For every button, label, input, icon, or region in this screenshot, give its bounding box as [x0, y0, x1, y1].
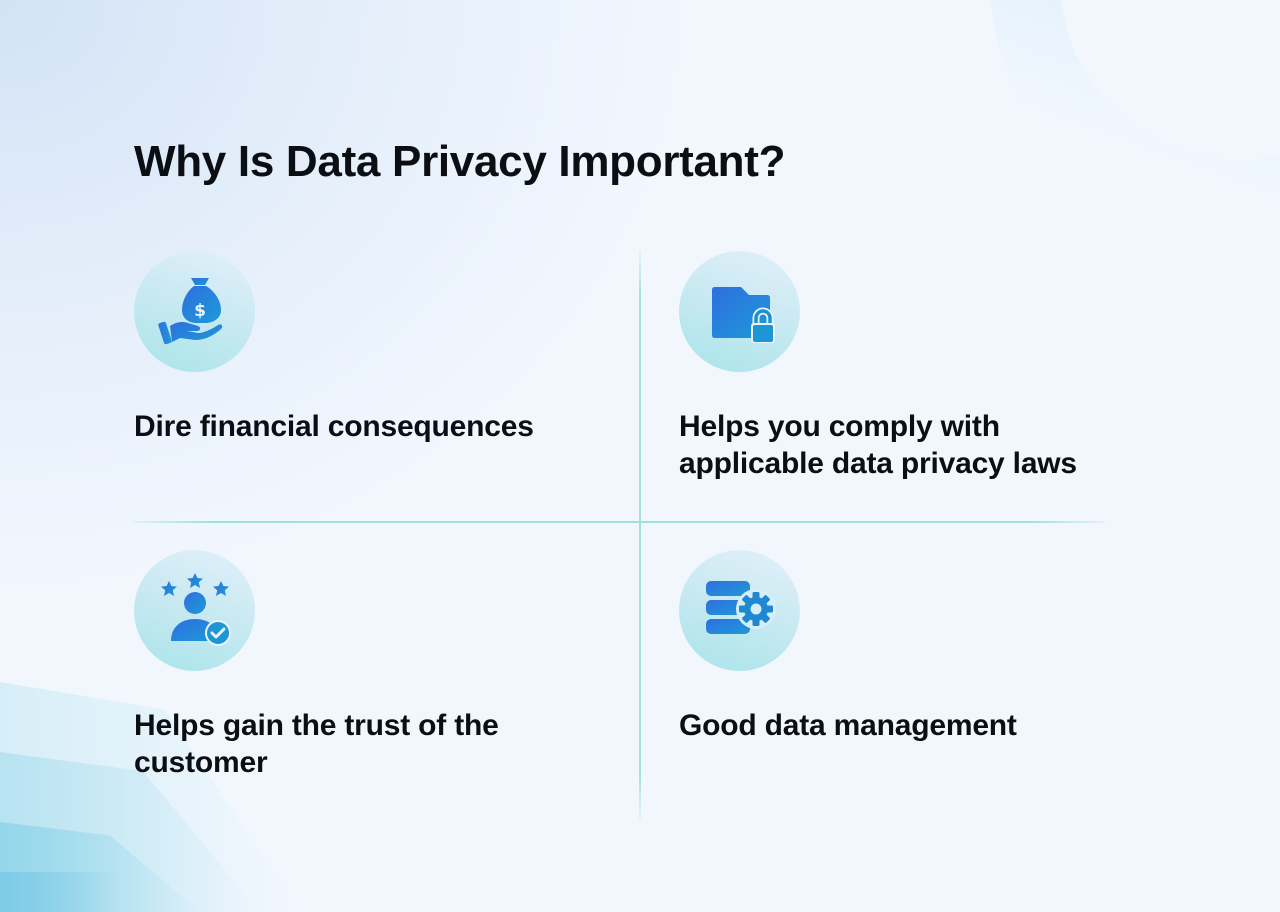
horizontal-divider: [133, 521, 1105, 523]
money-bag-hand-icon: $: [157, 277, 222, 344]
customer-rating-check-icon: [160, 572, 231, 646]
vertical-divider: [639, 250, 641, 820]
reason-label: Helps you comply with applicable data pr…: [679, 410, 1077, 480]
icon-badge: [679, 251, 800, 372]
folder-lock-icon: [711, 286, 775, 343]
reason-card-trust: Helps gain the trust of the customer: [134, 550, 574, 779]
reason-card-data-management: Good data management: [679, 550, 1119, 742]
reason-label: Dire financial consequences: [134, 410, 534, 443]
icon-badge: [679, 550, 800, 671]
reason-card-compliance: Helps you comply with applicable data pr…: [679, 251, 1119, 480]
icon-badge: $: [134, 251, 255, 372]
reason-label: Good data management: [679, 709, 1017, 742]
reason-label: Helps gain the trust of the customer: [134, 709, 499, 779]
reason-card-financial: $ Dire financial consequences: [134, 251, 574, 443]
database-gear-icon: [705, 580, 776, 634]
page-title: Why Is Data Privacy Important?: [134, 137, 786, 186]
svg-text:$: $: [194, 301, 206, 321]
background-arc-decoration: [990, 0, 1280, 230]
icon-badge: [134, 550, 255, 671]
